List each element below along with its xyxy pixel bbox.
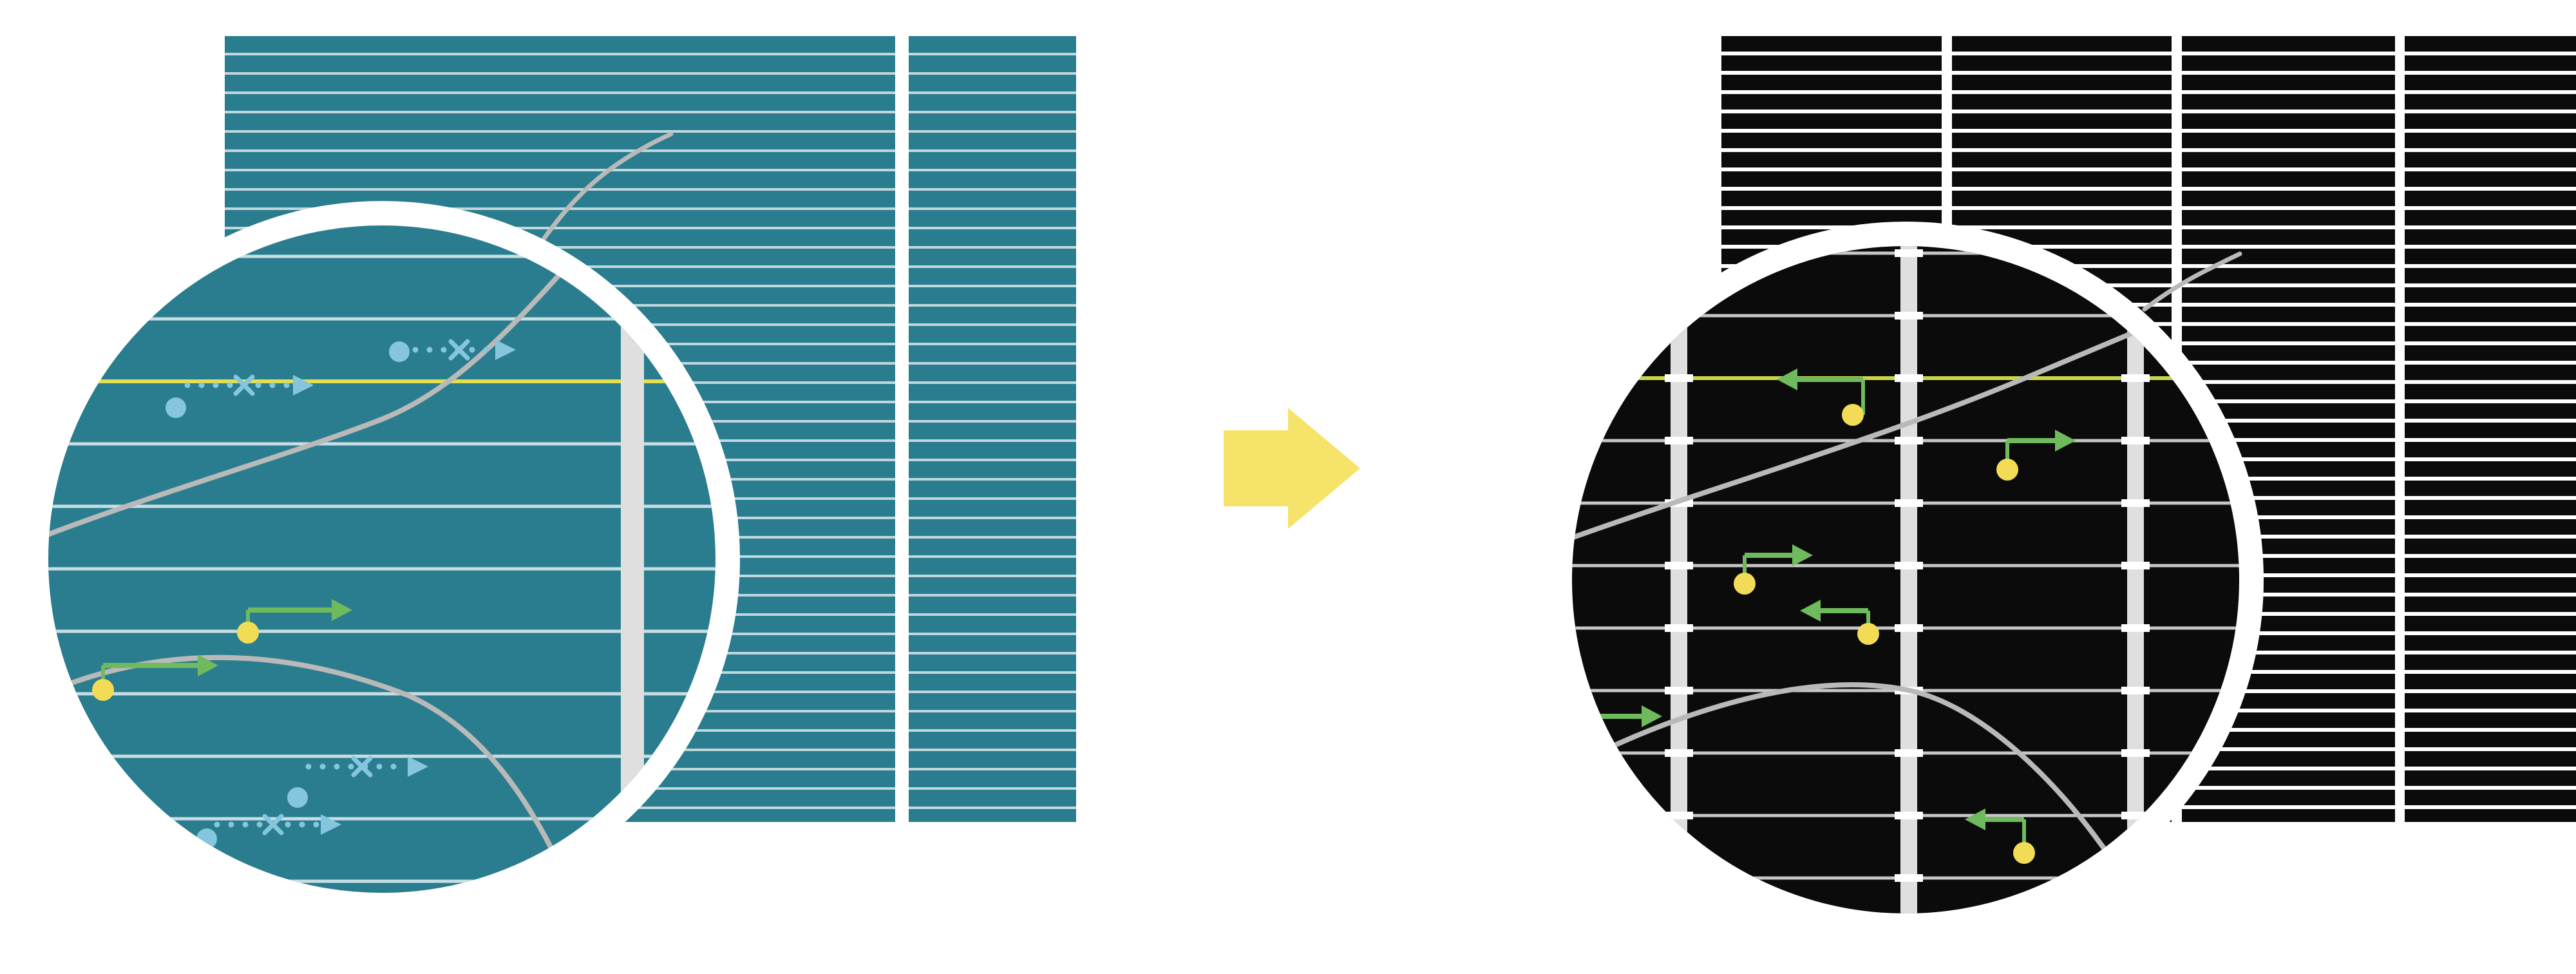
busbar-pad bbox=[1895, 374, 1923, 382]
lost-carrier-dot bbox=[389, 341, 410, 362]
busbar-pad bbox=[2121, 874, 2150, 882]
busbar-pad bbox=[1665, 249, 1693, 257]
collected-carrier-dot bbox=[2013, 842, 2035, 864]
lost-carrier-arrowhead bbox=[495, 339, 516, 360]
recombination-x-mark bbox=[233, 374, 255, 396]
carrier-arrowhead bbox=[1792, 544, 1813, 566]
left-inset-drawing bbox=[48, 225, 715, 893]
grain-boundary-line bbox=[1572, 287, 2239, 541]
busbar-pad bbox=[1895, 749, 1923, 757]
busbar-ribbon bbox=[1671, 246, 1687, 913]
collected-carrier-dot bbox=[1857, 623, 1879, 645]
collected-carrier-dot bbox=[92, 679, 114, 701]
busbar-ribbon bbox=[2127, 246, 2144, 913]
busbar-pad bbox=[2121, 499, 2150, 507]
recombination-x-mark bbox=[262, 814, 284, 836]
collected-carrier-dot bbox=[1996, 459, 2018, 481]
busbar-pad bbox=[1895, 624, 1923, 632]
carrier-arrowhead bbox=[332, 599, 352, 621]
busbar-pad bbox=[1665, 874, 1693, 882]
busbar-pad bbox=[2121, 374, 2150, 382]
grain-boundary-line bbox=[1572, 682, 2141, 906]
busbar-pad bbox=[2121, 312, 2150, 320]
busbar-pad bbox=[1665, 812, 1693, 819]
busbar-pad bbox=[2121, 249, 2150, 257]
right-inset-drawing bbox=[1572, 246, 2239, 913]
carrier-arrowhead bbox=[198, 654, 218, 676]
collected-carrier-dot bbox=[237, 622, 259, 644]
collected-carrier-dot bbox=[1734, 573, 1756, 595]
carrier-arrowhead bbox=[1642, 705, 1662, 727]
lost-carrier-dot bbox=[287, 787, 308, 808]
busbar-pad bbox=[1895, 249, 1923, 257]
busbar-pad bbox=[1895, 874, 1923, 882]
transition-arrow-icon bbox=[1224, 408, 1360, 529]
busbar-pad bbox=[2121, 437, 2150, 444]
cell-segment bbox=[2405, 36, 2576, 822]
lost-carrier-dot bbox=[166, 397, 186, 418]
carrier-arrowhead bbox=[1965, 808, 1985, 830]
busbar-pad bbox=[1665, 374, 1693, 382]
collected-carrier-dot bbox=[1587, 726, 1609, 748]
carrier-arrowhead bbox=[1800, 600, 1821, 622]
lost-carrier-arrowhead bbox=[293, 375, 314, 396]
right-magnifier-circle bbox=[1548, 222, 2264, 938]
carrier-arrowhead bbox=[1777, 368, 1797, 390]
recombination-x-mark bbox=[448, 339, 470, 361]
busbar-pad bbox=[2121, 562, 2150, 569]
busbar-pad bbox=[1665, 437, 1693, 444]
left-magnifier-circle bbox=[24, 201, 740, 917]
busbar-pad bbox=[1895, 312, 1923, 320]
collected-carrier-dot bbox=[1842, 404, 1864, 426]
busbar-pad bbox=[1665, 749, 1693, 757]
cell-segment bbox=[909, 36, 1076, 822]
busbar-ribbon bbox=[1900, 246, 1917, 913]
busbar-pad bbox=[1665, 624, 1693, 632]
busbar-pad bbox=[1895, 562, 1923, 569]
busbar-ribbon bbox=[621, 225, 644, 893]
lost-carrier-arrowhead bbox=[321, 814, 341, 835]
busbar-pad bbox=[1895, 499, 1923, 507]
busbar-pad bbox=[1665, 312, 1693, 320]
recombination-x-mark bbox=[351, 756, 373, 778]
grain-boundary-line bbox=[48, 225, 607, 537]
busbar-pad bbox=[2121, 812, 2150, 819]
lost-carrier-arrowhead bbox=[408, 756, 428, 777]
busbar-pad bbox=[1895, 437, 1923, 444]
busbar-pad bbox=[1665, 687, 1693, 694]
busbar-pad bbox=[1895, 812, 1923, 819]
busbar-pad bbox=[2121, 749, 2150, 757]
busbar-pad bbox=[2121, 624, 2150, 632]
carrier-arrowhead bbox=[2055, 430, 2076, 452]
busbar-pad bbox=[2121, 687, 2150, 694]
busbar-pad bbox=[1665, 562, 1693, 569]
lost-carrier-dot bbox=[196, 828, 217, 849]
